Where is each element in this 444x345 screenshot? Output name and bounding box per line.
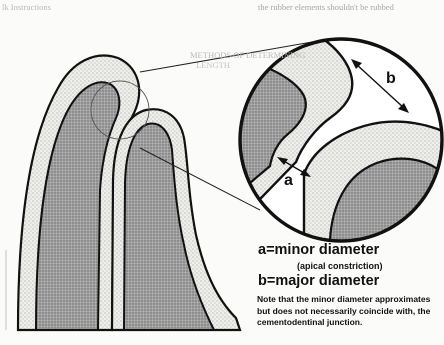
diameter-note: Note that the minor diameter approximate… (257, 294, 443, 329)
minor-diameter-label: a=minor diameter (258, 242, 379, 258)
major-diameter-label: b=major diameter (258, 273, 379, 289)
background-length-heading: LENGTH (196, 60, 230, 71)
minor-diameter-marker: a (284, 172, 293, 189)
background-text-top-left: lk Instructions (2, 2, 51, 13)
background-text-top-right: the rubber elements shouldn't be rubbed (258, 2, 394, 13)
magnified-inset (230, 36, 444, 260)
right-root-dentin (124, 124, 214, 330)
major-diameter-marker: b (386, 70, 396, 87)
apical-constriction-label: (apical constriction) (297, 261, 383, 271)
